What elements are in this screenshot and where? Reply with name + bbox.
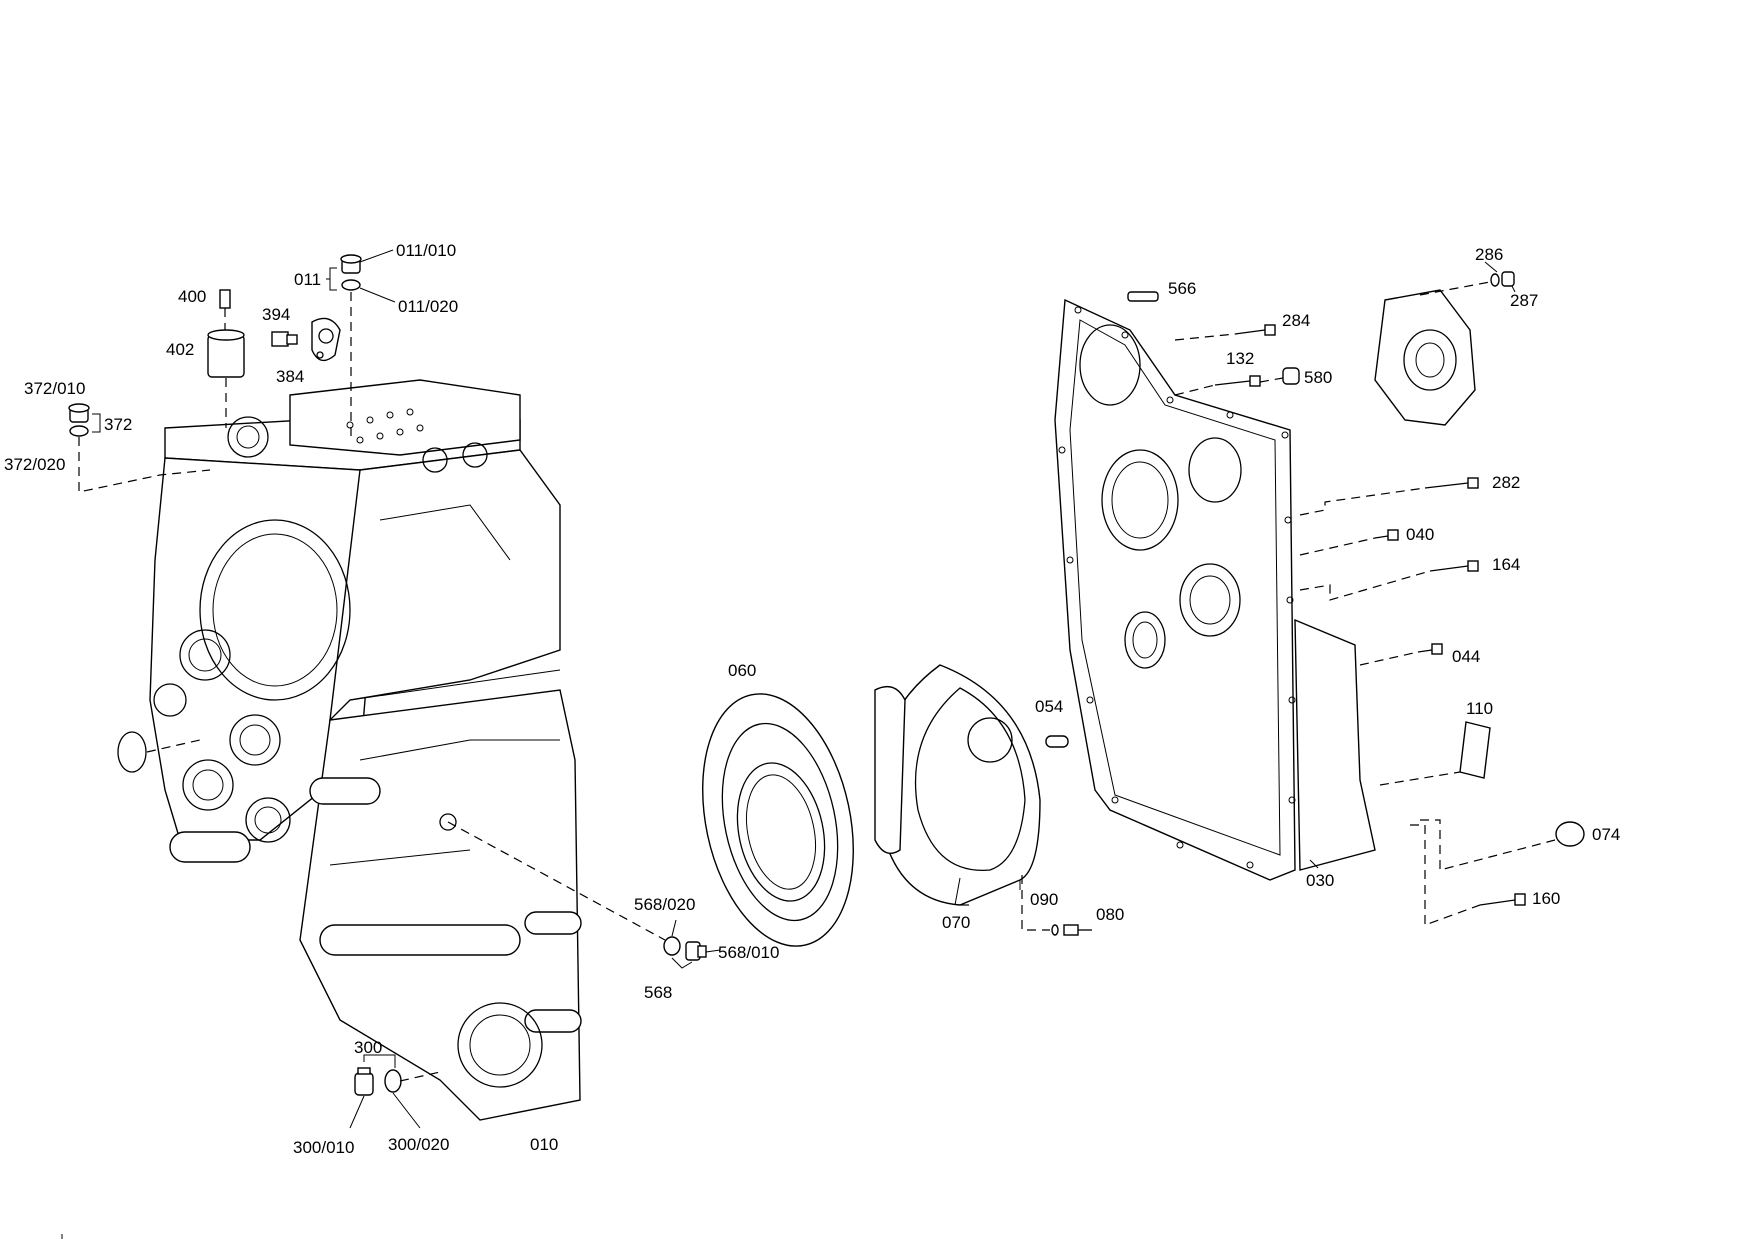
- label-080: 080: [1096, 905, 1124, 924]
- leader-lines: [92, 249, 1516, 1129]
- label-300-020: 300/020: [388, 1135, 449, 1154]
- plug-011: [340, 254, 362, 440]
- shield-070: [874, 664, 1041, 906]
- gasket-384: [311, 317, 341, 362]
- label-030: 030: [1306, 871, 1334, 890]
- label-054: 054: [1035, 697, 1063, 716]
- label-160: 160: [1532, 889, 1560, 908]
- label-287: 287: [1510, 291, 1538, 310]
- label-402: 402: [166, 340, 194, 359]
- label-372-010: 372/010: [24, 379, 85, 398]
- label-284: 284: [1282, 311, 1310, 330]
- o-ring-left: [117, 731, 147, 773]
- label-372-020: 372/020: [4, 455, 65, 474]
- sleeve-402: [207, 329, 245, 428]
- label-286: 286: [1475, 245, 1503, 264]
- label-011-010: 011/010: [396, 241, 456, 260]
- plug-568: [447, 821, 707, 961]
- label-010: 010: [530, 1135, 558, 1154]
- bolts-right: [1127, 271, 1585, 926]
- nipple-400: [219, 289, 231, 330]
- label-040: 040: [1406, 525, 1434, 544]
- label-372: 372: [104, 415, 132, 434]
- label-300: 300: [354, 1038, 382, 1057]
- plug-300: [354, 1067, 441, 1096]
- label-164: 164: [1492, 555, 1520, 574]
- label-060: 060: [728, 661, 756, 680]
- label-580: 580: [1304, 368, 1332, 387]
- label-568-020: 568/020: [634, 895, 695, 914]
- pump-housing: [1374, 289, 1476, 426]
- label-110: 110: [1466, 699, 1493, 718]
- label-566: 566: [1168, 279, 1196, 298]
- label-074: 074: [1592, 825, 1620, 844]
- part-labels: 011/010 011 011/020 400 394 402 384 372/…: [4, 241, 1620, 1157]
- bolt-394: [271, 331, 298, 347]
- plug-372: [68, 403, 211, 493]
- label-132: 132: [1226, 349, 1254, 368]
- label-384: 384: [276, 367, 304, 386]
- label-011: 011: [294, 270, 321, 289]
- housing-030: [1054, 298, 1376, 881]
- label-300-010: 300/010: [293, 1138, 354, 1157]
- label-568: 568: [644, 983, 672, 1002]
- label-044: 044: [1452, 647, 1480, 666]
- label-090: 090: [1030, 890, 1058, 909]
- bolt-080: [1021, 875, 1092, 936]
- pin-054: [1045, 735, 1069, 748]
- label-070: 070: [942, 913, 970, 932]
- label-568-010: 568/010: [718, 943, 779, 962]
- label-282: 282: [1492, 473, 1520, 492]
- cover-060: [702, 693, 854, 947]
- label-011-020: 011/020: [398, 297, 458, 316]
- housing-010: [149, 379, 582, 1121]
- label-394: 394: [262, 305, 290, 324]
- label-400: 400: [178, 287, 206, 306]
